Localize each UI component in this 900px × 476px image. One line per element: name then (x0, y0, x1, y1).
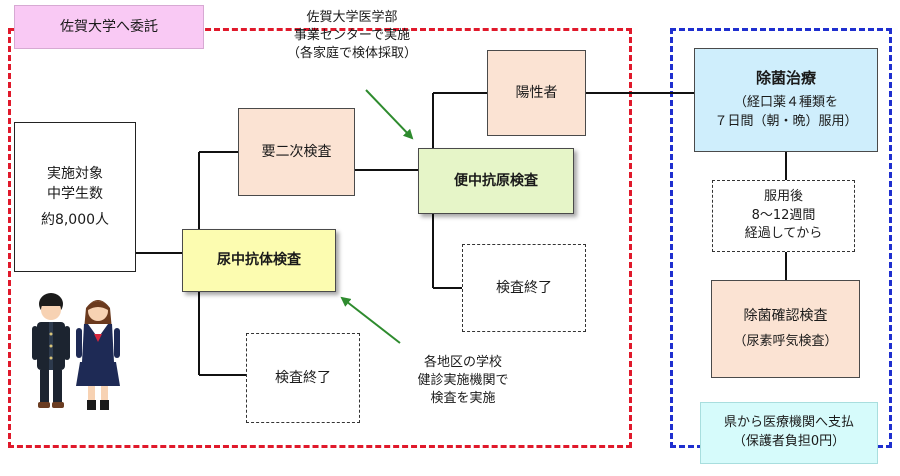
girl-student-icon (76, 300, 120, 410)
treatment-detail-line-1: （経口薬４種類を (733, 95, 838, 111)
eradication-confirm-box: 除菌確認検査 （尿素呼気検査） (711, 280, 860, 378)
saga-note: 佐賀大学医学部 事業センターで実施 （各家庭で検体採取） (262, 9, 442, 64)
payment-line-1: 県から医療機関へ支払 (723, 415, 854, 431)
target-line-2: 中学生数 (47, 185, 103, 202)
stool-end-text: 検査終了 (496, 279, 552, 296)
urine-antibody-test-box: 尿中抗体検査 (182, 229, 336, 292)
arrow-schools-note (340, 296, 401, 344)
stool-end-box: 検査終了 (462, 244, 586, 332)
target-box: 実施対象 中学生数 約8,000人 (14, 122, 136, 272)
saga-university-frame (8, 28, 632, 448)
stool-test-text: 便中抗原検査 (454, 172, 538, 189)
urine-end-box: 検査終了 (246, 333, 360, 423)
interval-line-2: 8～12週間 (751, 207, 816, 223)
payment-box: 県から医療機関へ支払 （保護者負担0円） (700, 402, 878, 464)
boy-student-icon (32, 293, 70, 408)
urine-end-text: 検査終了 (275, 369, 331, 386)
urine-test-text: 尿中抗体検査 (217, 252, 301, 269)
commission-label: 佐賀大学へ委託 (14, 5, 204, 49)
confirm-line-2: （尿素呼気検査） (733, 333, 838, 349)
schools-note-line-1: 各地区の学校 (423, 355, 502, 370)
interval-box: 服用後 8～12週間 経過してから (712, 180, 855, 252)
confirm-line-1: 除菌確認検査 (743, 308, 828, 325)
second-test-box: 要二次検査 (238, 108, 355, 196)
treatment-title: 除菌治療 (755, 69, 816, 88)
stool-antigen-test-box: 便中抗原検査 (418, 148, 574, 214)
interval-line-1: 服用後 (763, 188, 803, 204)
second-test-text: 要二次検査 (261, 143, 332, 160)
students-illustration (32, 293, 120, 410)
positive-box: 陽性者 (487, 50, 586, 136)
saga-note-line-3: （各家庭で検体採取） (286, 46, 417, 62)
treatment-detail-line-2: ７日間（朝・晩）服用） (714, 113, 858, 129)
schools-note-line-2: 健診実施機関で (417, 373, 509, 389)
eradication-treatment-box: 除菌治療 （経口薬４種類を ７日間（朝・晩）服用） (694, 48, 878, 152)
payment-line-2: （保護者負担0円） (732, 434, 846, 449)
schools-note: 各地区の学校 健診実施機関で 検査を実施 (388, 354, 538, 409)
saga-note-line-2: 事業センターで実施 (293, 28, 411, 44)
interval-line-3: 経過してから (744, 226, 823, 242)
saga-note-line-1: 佐賀大学医学部 (306, 10, 398, 25)
commission-text: 佐賀大学へ委託 (60, 18, 158, 35)
target-line-1: 実施対象 (47, 165, 103, 182)
positive-text: 陽性者 (515, 84, 558, 101)
target-line-3: 約8,000人 (40, 212, 110, 229)
schools-note-line-3: 検査を実施 (430, 391, 496, 407)
arrow-saga-note (365, 89, 414, 140)
